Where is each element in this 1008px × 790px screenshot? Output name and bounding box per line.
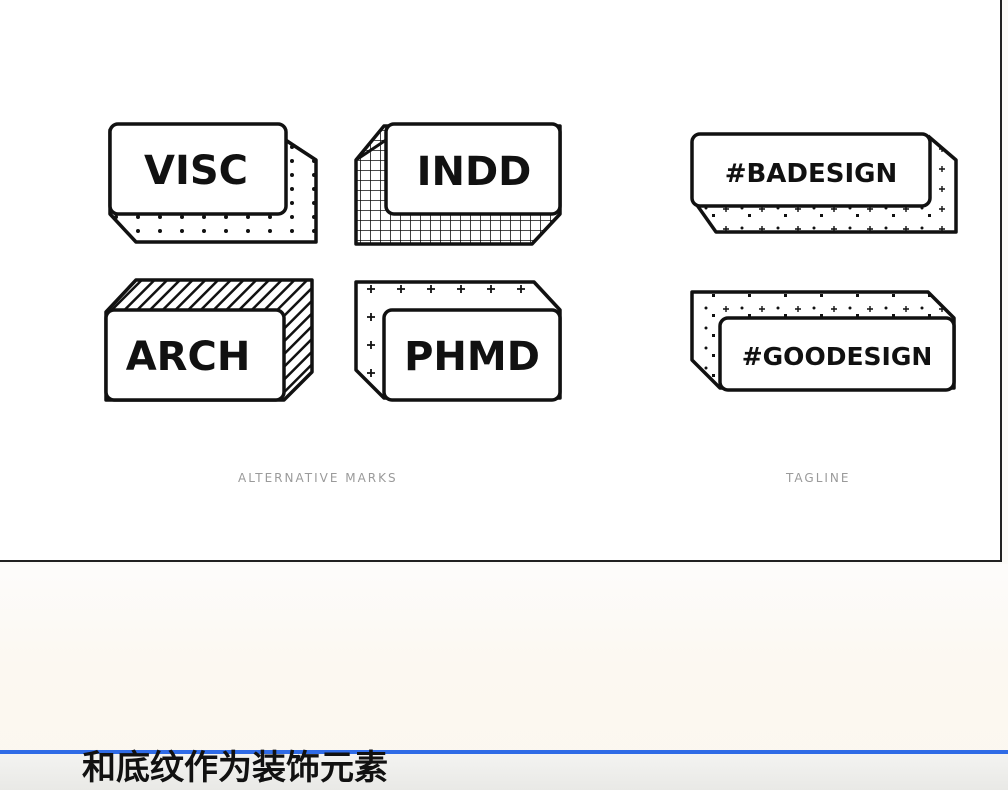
- tagline-goodesign: [690, 290, 956, 392]
- video-subtitle: 和底纹作为装饰元素: [82, 748, 388, 788]
- mark-indd: [354, 122, 562, 246]
- mark-phmd-label: PHMD: [404, 334, 540, 380]
- mark-visc-label: VISC: [144, 148, 248, 194]
- alternative-marks-artwork: VISC INDD ARCH PHMD #BADESIGN #GOODESIGN: [104, 122, 958, 402]
- tagline-badesign: [690, 132, 958, 234]
- mark-visc: [108, 122, 318, 244]
- mark-arch: [104, 278, 314, 402]
- subtitle-bar: [0, 750, 1008, 790]
- caption-alternative-marks: ALTERNATIVE MARKS: [238, 471, 398, 485]
- mark-phmd: [354, 280, 562, 402]
- mark-indd-label: INDD: [417, 149, 532, 195]
- mark-arch-label: ARCH: [126, 334, 251, 380]
- caption-tagline: TAGLINE: [786, 471, 851, 485]
- tagline-badesign-label: #BADESIGN: [725, 159, 898, 189]
- tagline-goodesign-label: #GOODESIGN: [742, 342, 933, 371]
